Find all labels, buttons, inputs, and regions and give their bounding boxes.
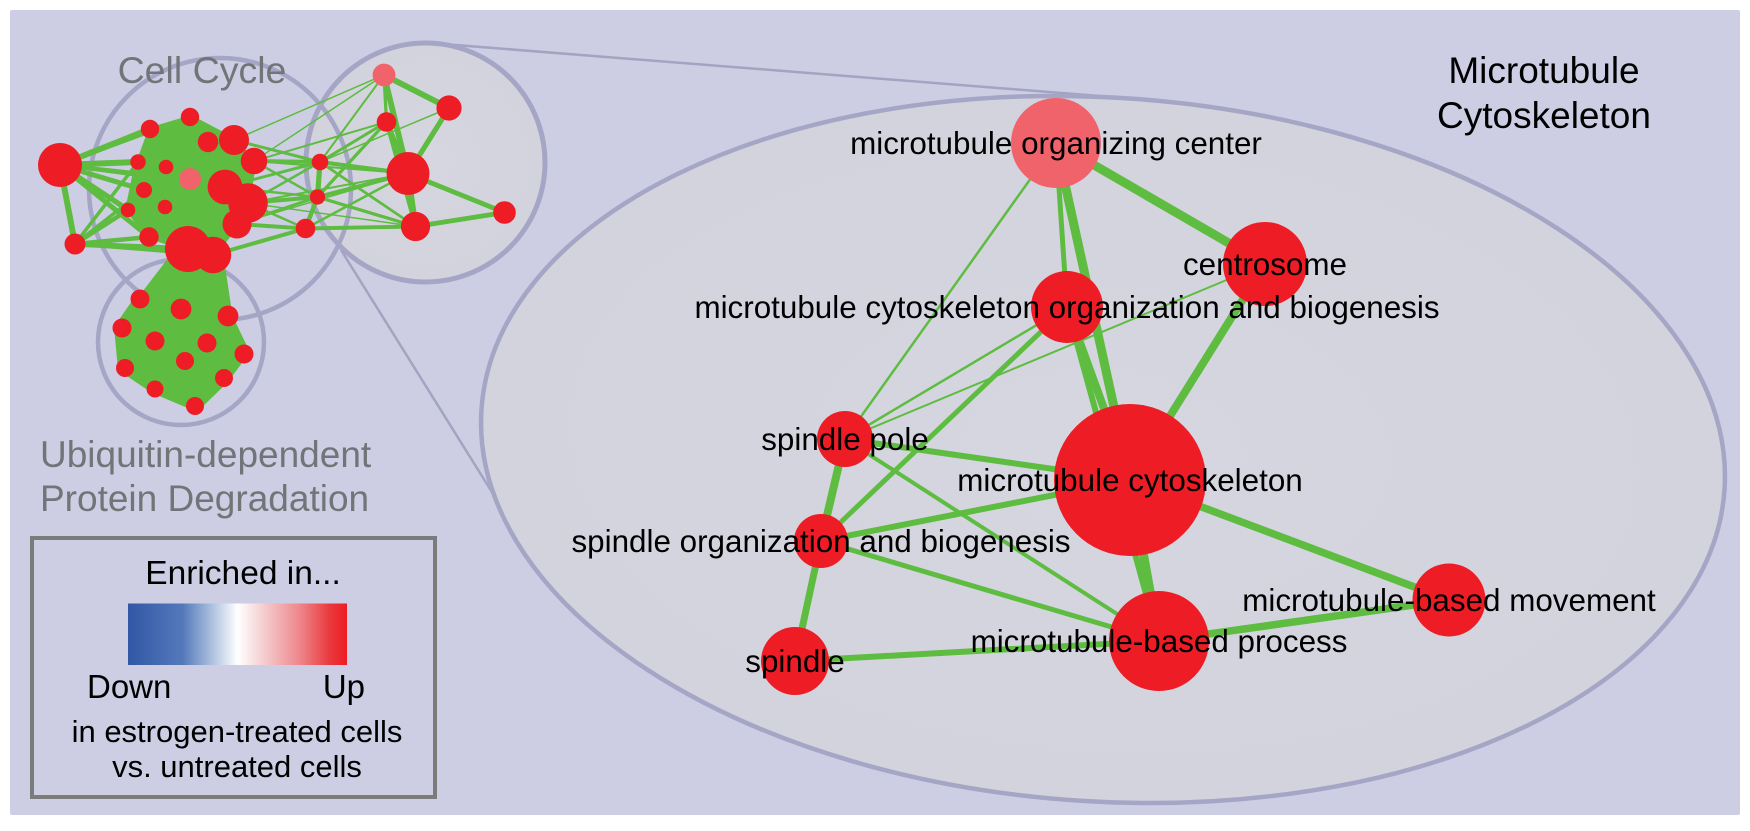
svg-text:centrosome: centrosome <box>1183 247 1347 282</box>
svg-text:Cell Cycle: Cell Cycle <box>118 49 287 91</box>
svg-text:microtubule cytoskeleton: microtubule cytoskeleton <box>957 463 1302 498</box>
svg-text:Protein Degradation: Protein Degradation <box>40 478 369 519</box>
svg-text:microtubule-based process: microtubule-based process <box>971 624 1348 659</box>
svg-text:Cytoskeleton: Cytoskeleton <box>1437 95 1651 136</box>
svg-text:Up: Up <box>323 668 365 705</box>
svg-text:microtubule cytoskeleton organ: microtubule cytoskeleton organization an… <box>694 290 1439 325</box>
svg-text:Ubiquitin-dependent: Ubiquitin-dependent <box>40 434 372 475</box>
svg-text:microtubule-based movement: microtubule-based movement <box>1242 583 1656 618</box>
svg-text:spindle: spindle <box>745 644 844 679</box>
svg-text:spindle organization and bioge: spindle organization and biogenesis <box>571 524 1070 559</box>
svg-text:Microtubule: Microtubule <box>1448 50 1639 91</box>
svg-text:microtubule organizing center: microtubule organizing center <box>850 126 1262 161</box>
svg-text:spindle pole: spindle pole <box>761 422 929 457</box>
svg-text:Down: Down <box>87 668 171 705</box>
svg-text:in estrogen-treated cells: in estrogen-treated cells <box>72 714 403 749</box>
svg-text:vs. untreated cells: vs. untreated cells <box>112 749 362 784</box>
svg-text:Enriched in...: Enriched in... <box>145 555 341 592</box>
